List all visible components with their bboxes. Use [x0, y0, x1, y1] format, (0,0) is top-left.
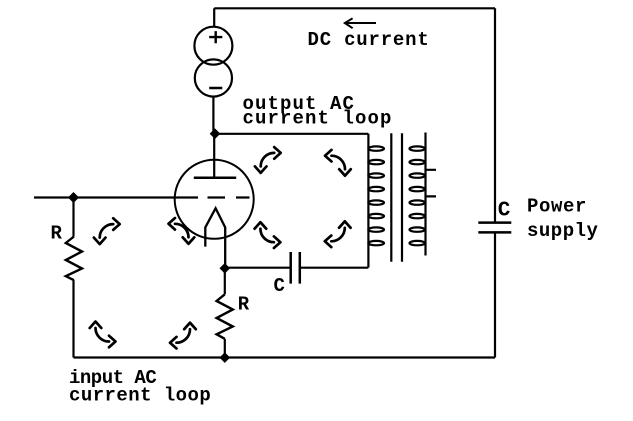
svg-text:C: C — [274, 275, 285, 297]
svg-text:current loop: current loop — [243, 107, 393, 129]
svg-text:C: C — [498, 199, 511, 222]
svg-text:R: R — [238, 294, 250, 316]
svg-text:DC current: DC current — [308, 29, 430, 51]
svg-text:input AC: input AC — [69, 367, 156, 389]
svg-text:R: R — [51, 223, 63, 245]
svg-text:supply: supply — [527, 220, 599, 242]
svg-text:output AC: output AC — [243, 93, 356, 115]
svg-text:Power: Power — [527, 195, 587, 217]
svg-text:current loop: current loop — [69, 384, 211, 406]
